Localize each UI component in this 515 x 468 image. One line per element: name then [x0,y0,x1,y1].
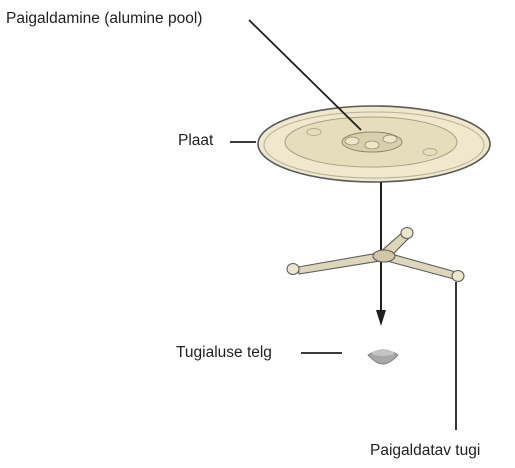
arrow-head [376,310,386,326]
label-installation: Paigaldamine (alumine pool) [6,10,203,27]
label-support: Paigaldatav tugi [370,442,481,459]
roller-wheel [286,262,300,276]
glass-plate [257,105,491,183]
leader-installation [248,19,362,131]
plate-hub-lug [382,134,398,144]
label-plate: Plaat [178,132,214,149]
coupler-axle [367,349,399,365]
label-axle: Tugialuse telg [176,344,272,361]
plate-edge [263,111,485,179]
plate-mark [306,128,322,136]
plate-hub-lug [344,136,360,146]
roller-wheel [400,226,414,240]
plate-mark [422,148,438,156]
assembly-arrow [376,182,386,326]
plate-hub-lug [364,140,380,150]
roller-wheel [451,269,465,283]
roller-support [286,226,465,283]
